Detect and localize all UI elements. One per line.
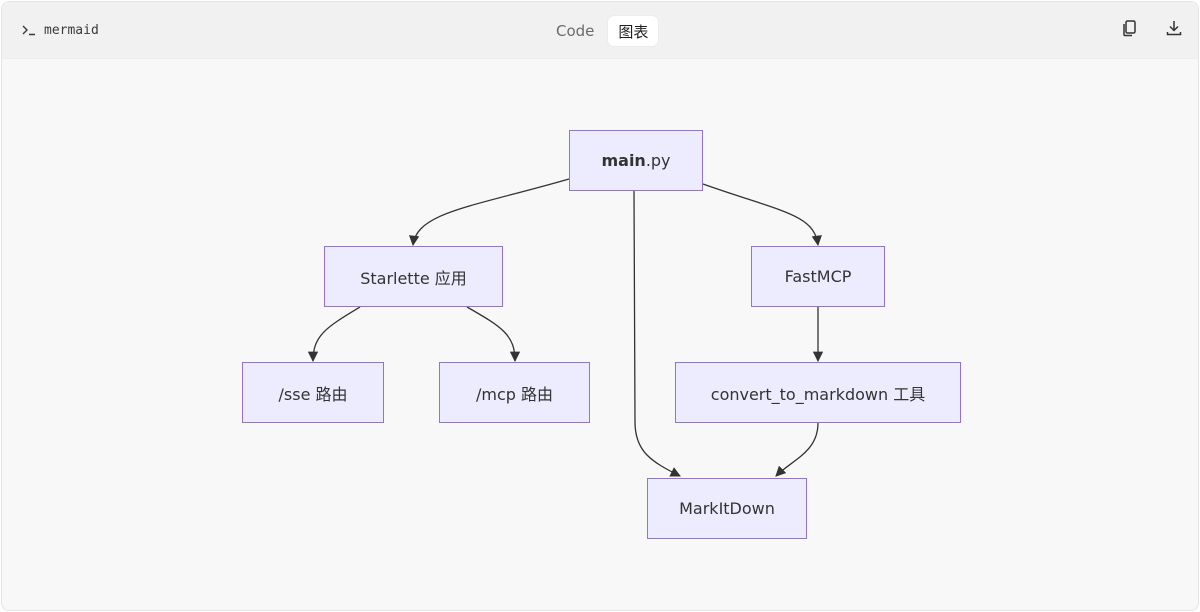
edge-starlette-sse	[307, 306, 361, 363]
node-markitdown[interactable]: MarkItDown	[647, 478, 807, 539]
node-sse-route[interactable]: /sse 路由	[242, 362, 384, 423]
node-main-py-bold: main	[601, 151, 646, 170]
node-convert-tool[interactable]: convert_to_markdown 工具	[675, 362, 961, 423]
copy-button[interactable]	[1118, 18, 1142, 42]
language-label: mermaid	[22, 21, 99, 39]
node-starlette-app[interactable]: Starlette 应用	[324, 246, 503, 307]
edge-main-markitdown	[633, 190, 681, 477]
terminal-icon	[22, 24, 36, 36]
node-main-py[interactable]: main.py	[569, 130, 703, 191]
node-fastmcp[interactable]: FastMCP	[751, 246, 885, 307]
node-fastmcp-label: FastMCP	[784, 267, 852, 286]
node-mcp-route-label: /mcp 路由	[475, 384, 554, 404]
edge-starlette-mcp	[466, 306, 521, 363]
tab-diagram[interactable]: 图表	[608, 16, 659, 46]
copy-icon	[1121, 19, 1139, 41]
node-convert-tool-label: convert_to_markdown 工具	[710, 384, 926, 404]
view-tabs: Code 图表	[546, 16, 659, 46]
node-starlette-app-label: Starlette 应用	[360, 268, 467, 288]
language-name: mermaid	[44, 22, 99, 38]
node-sse-route-label: /sse 路由	[278, 384, 348, 404]
download-icon	[1165, 19, 1183, 41]
edge-convert-markitdown	[775, 422, 819, 477]
node-main-py-ext: .py	[645, 151, 671, 170]
node-mcp-route[interactable]: /mcp 路由	[439, 362, 590, 423]
edge-main-starlette	[408, 178, 570, 247]
download-button[interactable]	[1162, 18, 1186, 42]
toolbar: mermaid Code 图表	[2, 2, 1198, 59]
node-markitdown-label: MarkItDown	[679, 499, 775, 518]
tab-code[interactable]: Code	[556, 22, 595, 40]
edge-main-fastmcp	[702, 183, 822, 247]
